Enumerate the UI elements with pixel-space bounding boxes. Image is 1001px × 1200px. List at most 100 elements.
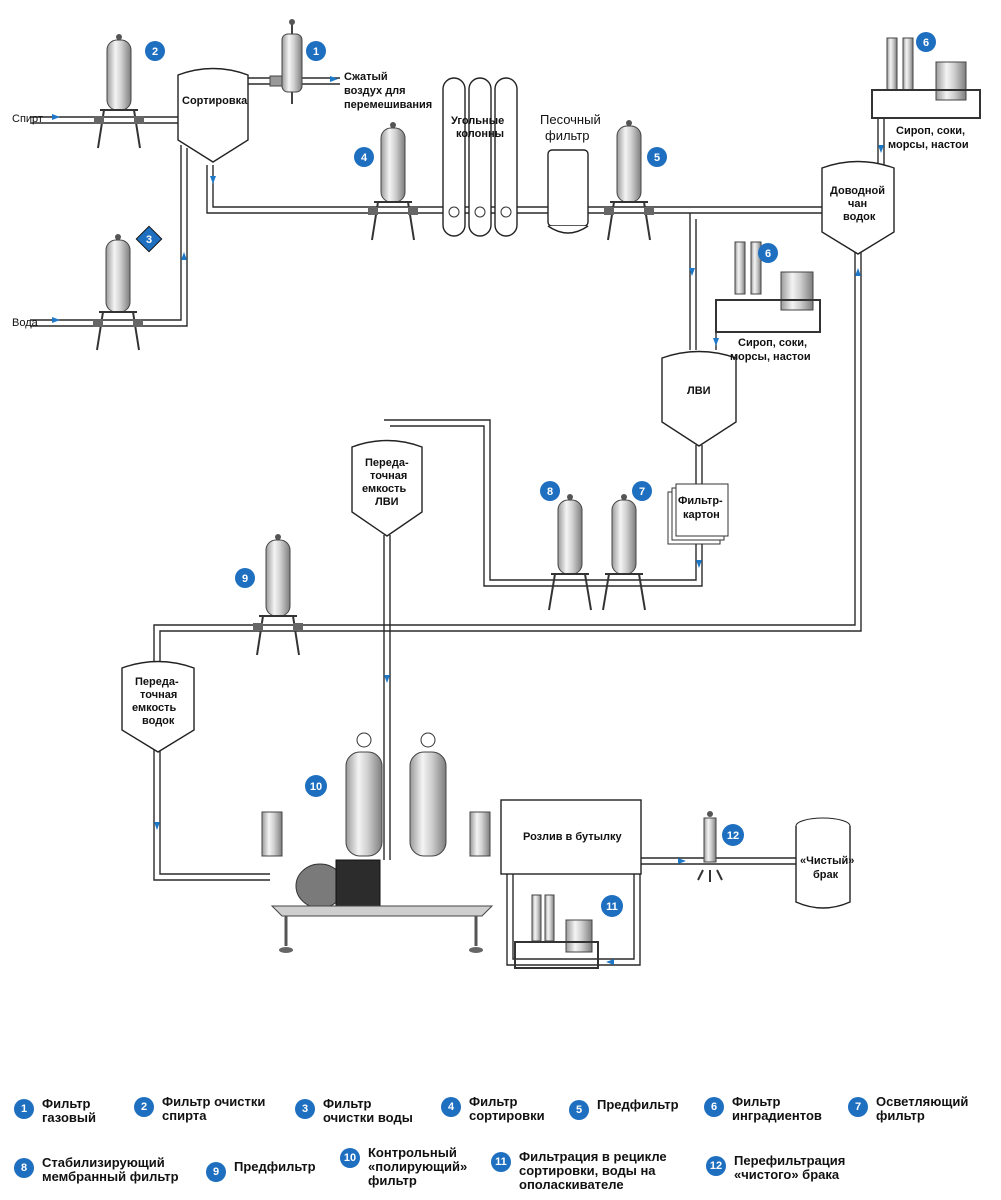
badge-2: 2 bbox=[145, 41, 165, 61]
dovod-label-1: Доводной bbox=[830, 185, 885, 197]
sorting-tank bbox=[177, 67, 249, 163]
flow-arrow bbox=[181, 252, 187, 260]
legend-text: Фильтр очистки воды bbox=[323, 1096, 413, 1125]
filter-7-housing bbox=[602, 494, 646, 611]
filter-1-gas-housing bbox=[269, 19, 303, 104]
badge-1: 1 bbox=[306, 41, 326, 61]
svg-text:6: 6 bbox=[923, 37, 929, 49]
legend-text: Осветляющий фильтр bbox=[876, 1094, 969, 1123]
flow-arrows bbox=[52, 76, 884, 965]
flow-arrow bbox=[330, 76, 338, 82]
filter-4-housing bbox=[368, 122, 418, 241]
legend-item: 6 Фильтр инградиентов bbox=[704, 1095, 822, 1123]
badge-4: 4 bbox=[354, 147, 374, 167]
legend-text: Предфильтр bbox=[234, 1159, 316, 1174]
legend-text: Предфильтр bbox=[597, 1097, 679, 1112]
legend-badge: 11 bbox=[491, 1152, 511, 1172]
legend-item: 4 Фильтр сортировки bbox=[441, 1095, 545, 1123]
legend-badge: 10 bbox=[340, 1148, 360, 1168]
sand-label-1: Песочный bbox=[540, 112, 601, 127]
legend-text: Фильтр очистки спирта bbox=[162, 1094, 266, 1123]
perlvi-label-1: Переда- bbox=[365, 457, 409, 469]
rozliv-label: Розлив в бутылку bbox=[523, 831, 623, 843]
legend-badge: 7 bbox=[848, 1097, 868, 1117]
sand-filter bbox=[547, 149, 589, 234]
flow-arrow bbox=[52, 317, 60, 323]
badge-11: 11 bbox=[601, 895, 623, 917]
pervod-label-1: Переда- bbox=[135, 676, 179, 688]
filter-8-housing bbox=[548, 494, 592, 611]
flow-arrow bbox=[713, 338, 719, 346]
dovod-tank bbox=[821, 160, 895, 255]
legend-badge: 2 bbox=[134, 1097, 154, 1117]
legend-item: 7 Осветляющий фильтр bbox=[848, 1095, 968, 1123]
legend-text: Фильтр инградиентов bbox=[732, 1094, 822, 1123]
svg-text:6: 6 bbox=[765, 248, 771, 260]
svg-text:8: 8 bbox=[547, 486, 553, 498]
pervod-tank bbox=[121, 660, 195, 753]
badge-6b: 6 bbox=[758, 243, 778, 263]
legend-item: 9 Предфильтр bbox=[206, 1160, 316, 1182]
flow-arrow bbox=[855, 268, 861, 276]
syrup2-label-1: Сироп, соки, bbox=[738, 337, 807, 349]
svg-text:2: 2 bbox=[152, 46, 158, 58]
dovod-label-3: водок bbox=[843, 211, 876, 223]
coal-label-1: Угольные bbox=[451, 115, 504, 127]
legend-item: 5 Предфильтр bbox=[569, 1098, 679, 1120]
legend-text: Стабилизирующий мембранный фильтр bbox=[42, 1155, 179, 1184]
ingredient-filter-6b bbox=[715, 241, 821, 333]
legend-badge: 3 bbox=[295, 1099, 315, 1119]
flow-arrow bbox=[878, 145, 884, 153]
syrup1-label-1: Сироп, соки, bbox=[896, 125, 965, 137]
legend-item: 2 Фильтр очистки спирта bbox=[134, 1095, 265, 1123]
flow-arrow bbox=[384, 675, 390, 683]
svg-text:11: 11 bbox=[606, 901, 618, 913]
filter-2-housing bbox=[94, 34, 144, 149]
brak-label-1: «Чистый» bbox=[800, 855, 854, 867]
syrup2-label-2: морсы, настои bbox=[730, 351, 811, 363]
legend-badge: 4 bbox=[441, 1097, 461, 1117]
bottling-box bbox=[500, 799, 642, 875]
karton-label-1: Фильтр- bbox=[678, 495, 723, 507]
coal-label-2: колонны bbox=[456, 128, 504, 140]
legend-badge: 9 bbox=[206, 1162, 226, 1182]
legend-text: Перефильтрация «чистого» брака bbox=[734, 1153, 846, 1182]
svg-text:5: 5 bbox=[654, 152, 660, 164]
pervod-label-4: водок bbox=[142, 715, 175, 727]
badge-7: 7 bbox=[632, 481, 652, 501]
filter-3-housing bbox=[93, 234, 143, 351]
legend-text: Фильтрация в рецикле сортировки, воды на… bbox=[519, 1149, 667, 1192]
badge-10: 10 bbox=[305, 775, 327, 797]
legend-text: Контрольный «полирующий» фильтр bbox=[368, 1145, 468, 1188]
badge-12: 12 bbox=[722, 824, 744, 846]
flow-arrow bbox=[696, 560, 702, 568]
svg-text:10: 10 bbox=[310, 781, 322, 793]
flow-arrow bbox=[154, 822, 160, 830]
legend-badge: 5 bbox=[569, 1100, 589, 1120]
legend-text: Фильтр сортировки bbox=[469, 1094, 545, 1123]
karton-label-2: картон bbox=[683, 509, 720, 521]
air-label-2: воздух для bbox=[344, 85, 406, 97]
svg-text:1: 1 bbox=[313, 46, 319, 58]
recirc-filter-11 bbox=[514, 894, 599, 969]
air-label-1: Сжатый bbox=[344, 71, 388, 83]
svg-text:9: 9 bbox=[242, 573, 248, 585]
badge-5: 5 bbox=[647, 147, 667, 167]
brak-label-2: брак bbox=[813, 869, 839, 881]
sand-label-2: фильтр bbox=[545, 128, 589, 143]
badge-6a: 6 bbox=[916, 32, 936, 52]
carton-filter bbox=[667, 483, 729, 545]
legend-badge: 8 bbox=[14, 1158, 34, 1178]
perlvi-label-3: емкость bbox=[362, 483, 407, 495]
brak-drum bbox=[795, 817, 851, 909]
air-label-3: перемешивания bbox=[344, 99, 432, 111]
legend-badge: 6 bbox=[704, 1097, 724, 1117]
badge-9: 9 bbox=[235, 568, 255, 588]
process-flow-diagram: Спирт Вода Сортировка Сжатый воздух для … bbox=[12, 19, 981, 969]
legend-item: 3 Фильтр очистки воды bbox=[295, 1097, 413, 1125]
filter-12-housing bbox=[697, 811, 723, 882]
legend-text: Фильтр газовый bbox=[42, 1096, 96, 1125]
